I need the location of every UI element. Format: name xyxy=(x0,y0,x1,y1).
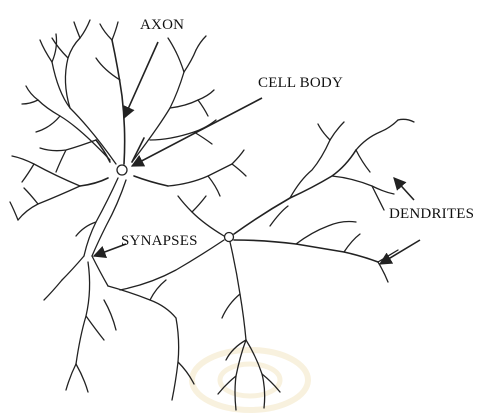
dendrite-left xyxy=(10,140,96,220)
axon-label: AXON xyxy=(140,18,184,33)
dendrite-upper-left xyxy=(22,20,116,164)
dendrite-right xyxy=(168,150,246,196)
dendrite-upper-right xyxy=(132,36,216,162)
axon-arrow xyxy=(124,42,158,118)
cell-body-label: CELL BODY xyxy=(258,76,343,91)
dendrites-label: DENDRITES xyxy=(389,207,474,222)
lower-branches xyxy=(44,262,194,400)
descending-trunk xyxy=(62,178,126,286)
dendrite-tree-right xyxy=(234,119,414,282)
cell-body-arrow xyxy=(132,98,262,166)
watermark-logo xyxy=(192,350,308,410)
dendrites-arrow-lower xyxy=(380,240,420,264)
synapse-soma xyxy=(225,233,234,242)
dendrites-arrow-upper xyxy=(394,178,414,200)
pointer-arrows xyxy=(94,42,420,264)
dendrite-roots-lower xyxy=(218,242,280,410)
synapses-label: SYNAPSES xyxy=(121,234,198,249)
